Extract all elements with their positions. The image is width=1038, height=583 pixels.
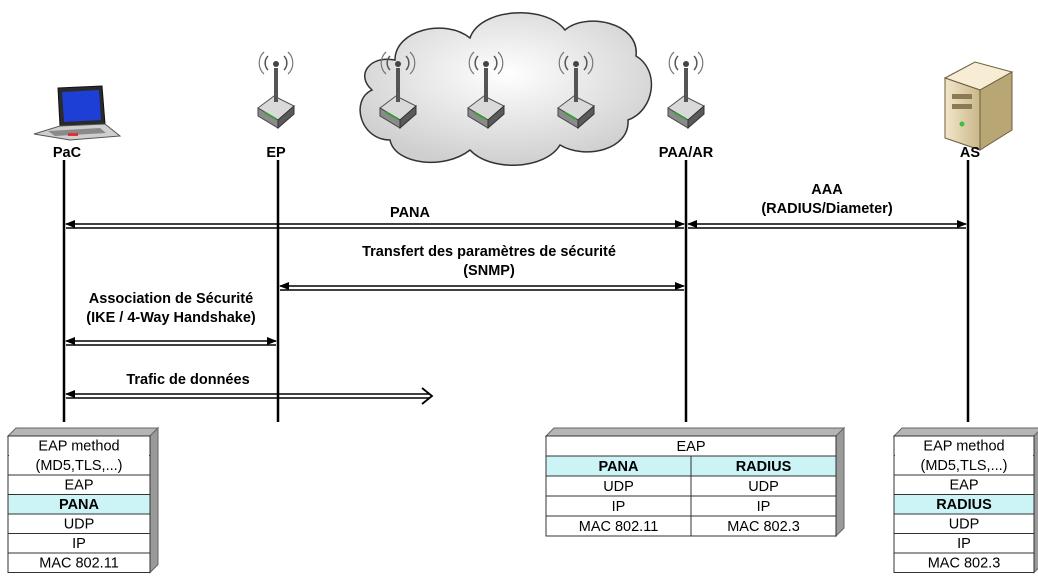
- message-association-label-line2: (IKE / 4-Way Handshake): [86, 310, 256, 326]
- stack-layer-label: EAP method: [38, 439, 119, 455]
- stack-layer: [893, 552, 1035, 573]
- protocol-stack-paa: EAP PANA RADIUS UDP UDP IP IP MAC 802.11 MAC 802…: [544, 426, 846, 538]
- stack-layer: [690, 515, 837, 537]
- stack-layer-label: MAC 802.3: [928, 556, 1001, 572]
- entity-label-ep: EP: [266, 145, 286, 161]
- message-transfer-label-line2: (SNMP): [463, 263, 515, 279]
- entity-label-pac: PaC: [53, 145, 82, 161]
- entity-label-paa: PAA/AR: [659, 145, 714, 161]
- message-transfer-label-line1: Transfert des paramètres de sécurité: [362, 244, 616, 260]
- stack-layer-label: MAC 802.11: [39, 556, 119, 572]
- stack-layer-label: UDP: [64, 517, 95, 533]
- stack-layer-label: IP: [612, 499, 626, 515]
- laptop-icon: [33, 85, 122, 141]
- stack-layer-label: IP: [72, 536, 86, 552]
- protocol-stack-pac: EAP method (MD5,TLS,...) EAP PANA UDP IP MAC 8…: [6, 426, 160, 574]
- message-association: Association de Sécurité (IKE / 4-Way Han…: [65, 291, 277, 346]
- stack-layer-label: UDP: [603, 479, 634, 495]
- stack-layer-label: UDP: [949, 517, 980, 533]
- message-aaa: AAA (RADIUS/Diameter): [687, 182, 967, 229]
- stack-layer-label: EAP: [64, 478, 93, 494]
- entity-label-as: AS: [960, 145, 980, 161]
- protocol-stack-as: EAP method (MD5,TLS,...) EAP RADIUS UDP IP MAC…: [892, 427, 1038, 574]
- access-point-icon: [257, 51, 295, 129]
- network-cloud-icon: [359, 12, 653, 166]
- stack-layer-label: MAC 802.11: [579, 519, 659, 535]
- stack-layer-label: RADIUS: [936, 497, 992, 513]
- stack-layer-label: PANA: [59, 497, 100, 513]
- server-icon: [943, 61, 1014, 151]
- message-transfer: Transfert des paramètres de sécurité (SN…: [279, 244, 685, 291]
- message-aaa-label-line2: (RADIUS/Diameter): [761, 201, 892, 217]
- stack-layer-label: (MD5,TLS,...): [35, 458, 122, 474]
- stack-layer-label: IP: [957, 536, 971, 552]
- message-association-label-line1: Association de Sécurité: [89, 291, 253, 307]
- stack-layer-label: RADIUS: [736, 459, 792, 475]
- message-aaa-label-line1: AAA: [811, 182, 843, 198]
- stack-layer-label: (MD5,TLS,...): [920, 458, 1007, 474]
- stack-layer-label: EAP: [949, 478, 978, 494]
- stack-layer-label: UDP: [748, 479, 779, 495]
- message-pana: PANA: [65, 205, 685, 229]
- message-pana-label: PANA: [390, 205, 431, 221]
- stack-layer-label: MAC 802.3: [727, 519, 800, 535]
- message-trafic: Trafic de données: [65, 372, 434, 405]
- stack-layer-label: PANA: [598, 459, 639, 475]
- stack-layer: [7, 552, 151, 573]
- stack-layer-label: IP: [757, 499, 771, 515]
- stack-layer-label: EAP method: [923, 439, 1004, 455]
- stack-layer-label: EAP: [676, 439, 705, 455]
- message-trafic-label: Trafic de données: [126, 372, 249, 388]
- access-point-icon: [667, 51, 705, 129]
